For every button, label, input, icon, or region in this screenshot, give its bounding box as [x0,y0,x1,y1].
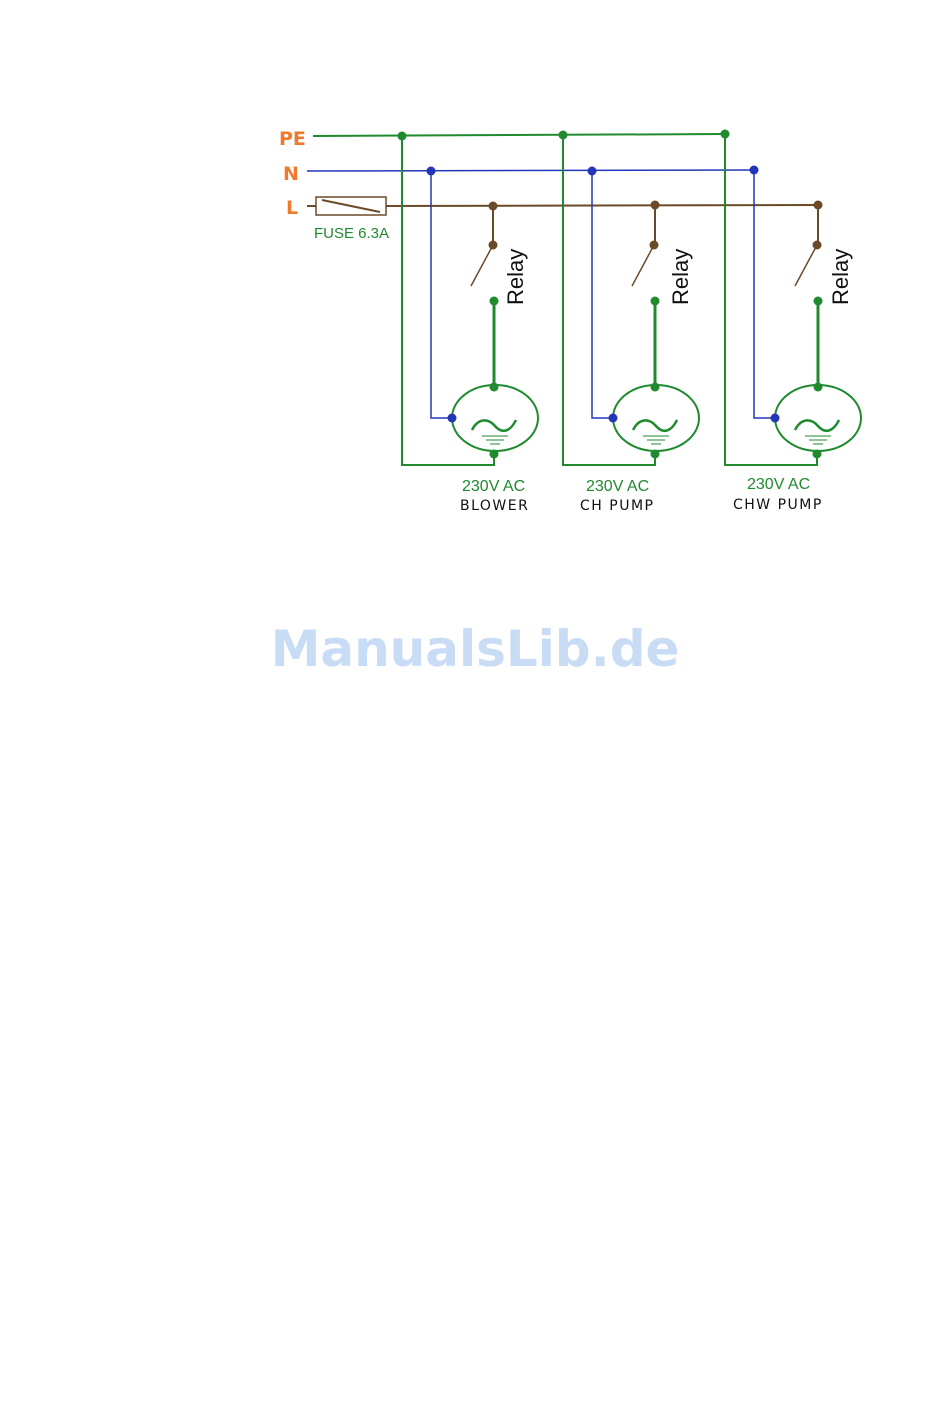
wiring-diagram: PE N L FUSE 6.3A Relay 230V AC BLOWER [0,0,950,560]
watermark: ManualsLib.de [0,620,950,678]
pe-bus-label: PE [279,128,306,150]
fuse-label: FUSE 6.3A [314,225,389,242]
load-name-chw-pump: CHW PUMP [733,497,823,513]
relay-label-chw-pump: Relay [828,249,853,305]
l-bus-line [386,205,820,206]
l-bus-label: L [286,197,298,219]
n-bus-label: N [283,163,299,185]
load-name-blower: BLOWER [460,498,529,514]
load-voltage-blower: 230V AC [462,478,525,495]
load-name-ch-pump: CH PUMP [580,498,654,514]
pe-bus-line [313,134,726,136]
load-voltage-chw-pump: 230V AC [747,476,810,493]
n-bus-line [307,170,755,171]
load-voltage-ch-pump: 230V AC [586,478,649,495]
fuse-symbol [316,197,386,215]
relay-label-blower: Relay [503,249,528,305]
relay-label-ch-pump: Relay [668,249,693,305]
